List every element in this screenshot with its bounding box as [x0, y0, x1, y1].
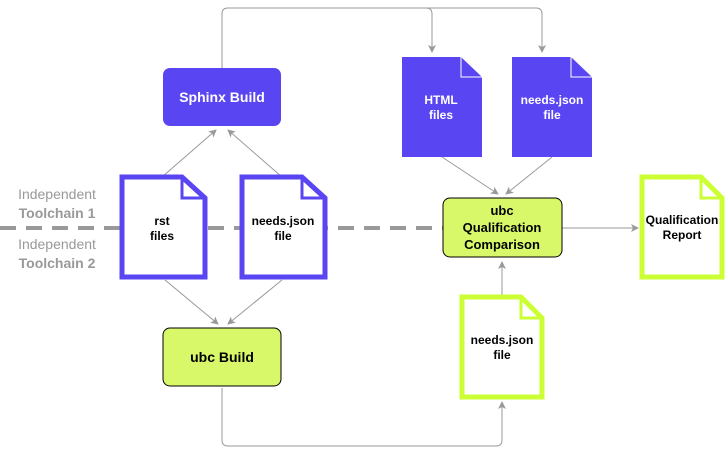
ubc-build-node[interactable]: ubc Build [162, 327, 282, 387]
document-icon [639, 174, 725, 280]
needs-json-left-line2: file [274, 229, 292, 243]
document-icon [119, 174, 208, 280]
ubc-comparison-line3: Comparison [464, 237, 540, 252]
rst-files-line2: files [150, 229, 174, 243]
ubc-comparison-node[interactable]: ubc Qualification Comparison [442, 197, 563, 258]
connector-needs-to-ubc-build [227, 279, 283, 325]
connector-needs-top-to-comparison [505, 156, 553, 195]
sphinx-build-node[interactable]: Sphinx Build [163, 68, 281, 126]
rst-files-line1: rst [154, 214, 169, 228]
needs-json-top-node[interactable]: needs.json file [512, 57, 592, 157]
document-icon [402, 57, 482, 157]
document-fold-icon [300, 177, 325, 200]
needs-json-bottom-line2: file [493, 348, 511, 362]
rst-files-node[interactable]: rst files [119, 174, 208, 280]
toolchain-1-label-line2: Toolchain 1 [19, 205, 96, 221]
qualification-report-line1: Qualification [646, 213, 719, 227]
document-icon [239, 174, 328, 280]
ubc-build-label: ubc Build [190, 349, 254, 365]
document-fold-icon [570, 57, 592, 78]
needs-json-top-line2: file [543, 108, 561, 122]
qualification-report-node[interactable]: Qualification Report [639, 174, 725, 280]
document-fold-icon [699, 177, 722, 200]
document-fold-icon [519, 297, 542, 320]
ubc-comparison-line2: Qualification [463, 220, 542, 235]
process-box-icon [163, 68, 281, 126]
html-files-line2: files [429, 108, 453, 122]
needs-json-bottom-line1: needs.json [471, 333, 534, 347]
needs-json-top-line1: needs.json [521, 93, 584, 107]
needs-json-left-line1: needs.json [252, 214, 315, 228]
needs-json-left-node[interactable]: needs.json file [239, 174, 328, 280]
connectors [161, 7, 639, 447]
document-fold-icon [460, 57, 482, 78]
document-fold-icon [180, 177, 205, 200]
connector-sphinx-to-html [425, 7, 436, 53]
toolchain-2-label-line1: Independent [18, 236, 96, 252]
sphinx-build-label: Sphinx Build [179, 89, 265, 105]
needs-json-bottom-node[interactable]: needs.json file [459, 294, 545, 400]
connector-ubc-build-to-needs [221, 388, 506, 447]
connector-rst-to-ubc-build [164, 279, 219, 325]
qualification-report-line2: Report [663, 228, 702, 242]
html-files-node[interactable]: HTML files [402, 57, 482, 157]
process-box-icon [162, 327, 282, 387]
connector-needs-to-sphinx [227, 129, 283, 178]
html-files-line1: HTML [424, 93, 457, 107]
toolchain-2-label-line2: Toolchain 2 [19, 255, 96, 271]
connector-sphinx-to-outputs [221, 7, 546, 68]
toolchain-1-label-line1: Independent [18, 186, 96, 202]
connector-rst-to-sphinx [161, 129, 217, 178]
process-box-icon [442, 197, 563, 258]
document-icon [512, 57, 592, 157]
document-icon [459, 294, 545, 400]
ubc-comparison-line1: ubc [490, 203, 513, 218]
connector-html-to-comparison [441, 156, 499, 195]
